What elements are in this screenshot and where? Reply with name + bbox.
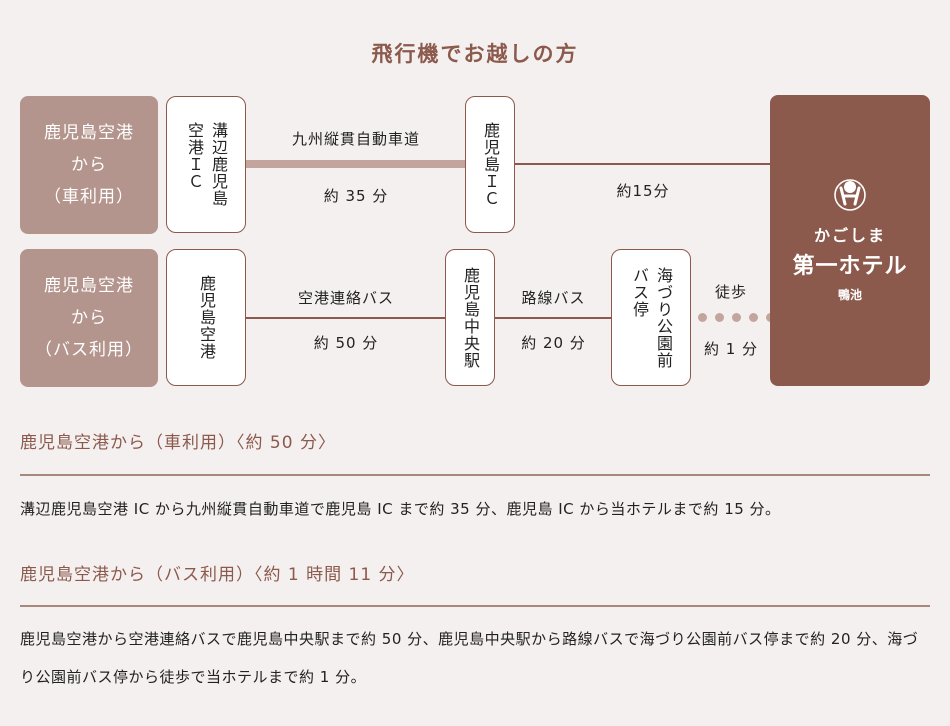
walk-dot (749, 313, 758, 322)
hotel-logo-icon (834, 179, 866, 211)
segment-walk-name: 徒歩 (714, 283, 747, 301)
segment-bus1-time: 約 50 分 (313, 334, 379, 352)
hotel-name-line3: 鴨池 (837, 288, 862, 302)
car-line-2 (515, 163, 771, 165)
node-umizuri-stop: 海づり公園前 バス停 (611, 249, 691, 386)
segment-walk-time: 約 1 分 (703, 340, 759, 358)
bus-line-2 (495, 317, 612, 319)
origin-bus-line2: から (71, 308, 107, 328)
node-kagoshima-airport-label: 鹿児島空港 (197, 275, 216, 360)
segment-bus2-time: 約 20 分 (521, 334, 586, 352)
walk-dot (715, 313, 724, 322)
segment-car2-time: 約15分 (616, 182, 670, 200)
page-title: 飛行機でお越しの方 (371, 42, 579, 66)
segment-bus1-name: 空港連絡バス (297, 289, 394, 307)
node-kagoshima-ic-label: 鹿児島ＩＣ (481, 122, 500, 207)
node-mizobe-ic-line1: 空港ＩＣ (185, 122, 204, 190)
hotel-name-line2: 第一ホテル (792, 254, 908, 279)
segment-highway-name: 九州縦貫自動車道 (291, 130, 420, 148)
origin-car: 鹿児島空港 から （車利用） (20, 96, 158, 234)
hotel-name-line1: かごしま (813, 226, 886, 245)
node-kagoshima-chuo: 鹿児島中央駅 (445, 249, 495, 386)
node-mizobe-ic-line2: 溝辺鹿児島 (209, 122, 228, 207)
section-car-heading: 鹿児島空港から（車利用）〈約 50 分〉 (20, 433, 336, 453)
node-umizuri-stop-line1: バス停 (630, 266, 649, 318)
segment-highway-time: 約 35 分 (323, 187, 389, 205)
section-bus-divider (20, 605, 930, 607)
walk-dot (732, 313, 741, 322)
section-car-divider (20, 474, 930, 476)
walk-dot (698, 313, 707, 322)
node-mizobe-ic: 溝辺鹿児島 空港ＩＣ (166, 96, 246, 233)
section-bus-body: 鹿児島空港から空港連絡バスで鹿児島中央駅まで約 50 分、鹿児島中央駅から路線バ… (20, 630, 919, 686)
origin-bus: 鹿児島空港 から （バス利用） (20, 249, 158, 387)
origin-car-line3: （車利用） (44, 187, 134, 207)
section-car-body: 溝辺鹿児島空港 IC から九州縦貫自動車道で鹿児島 IC まで約 35 分、鹿児… (20, 500, 781, 518)
origin-car-line1: 鹿児島空港 (44, 123, 134, 143)
bus-line-1 (246, 317, 446, 319)
origin-bus-line1: 鹿児島空港 (44, 276, 134, 296)
node-umizuri-stop-line2: 海づり公園前 (654, 266, 673, 369)
origin-car-line2: から (71, 155, 107, 175)
origin-bus-line3: （バス利用） (35, 340, 143, 360)
segment-bus2-name: 路線バス (521, 289, 586, 307)
node-kagoshima-ic: 鹿児島ＩＣ (465, 96, 515, 233)
highway-line (246, 160, 466, 168)
walk-dotted-line (698, 313, 775, 322)
node-kagoshima-chuo-label: 鹿児島中央駅 (461, 266, 480, 369)
section-bus-heading: 鹿児島空港から（バス利用）〈約 1 時間 11 分〉 (20, 565, 415, 585)
hotel-destination: かごしま 第一ホテル 鴨池 (770, 95, 930, 386)
node-kagoshima-airport: 鹿児島空港 (166, 249, 246, 386)
